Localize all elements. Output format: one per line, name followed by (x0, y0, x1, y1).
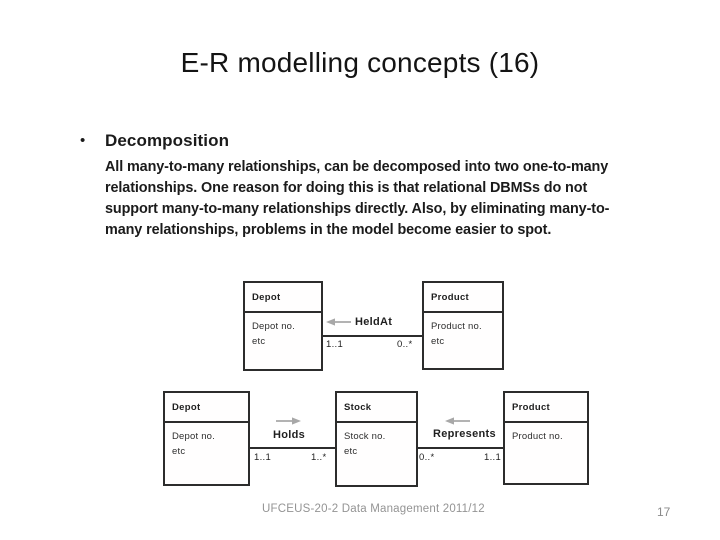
page-number: 17 (657, 505, 671, 519)
entity-box-stock: Stock Stock no. etc (335, 391, 418, 487)
multiplicity: 1..1 (254, 452, 272, 463)
entity-box-product-top: Product Product no. etc (422, 281, 504, 370)
entity-box-depot-bottom: Depot Depot no. etc (163, 391, 250, 486)
page-title: E-R modelling concepts (16) (180, 47, 540, 78)
attribute-line: Product no. (512, 431, 563, 442)
relationship-line-holds (250, 447, 335, 449)
attribute-line: etc (344, 446, 358, 457)
multiplicity: 1..1 (326, 339, 344, 350)
entity-name: Product (505, 393, 587, 423)
attribute-line: etc (172, 446, 186, 457)
entity-attributes: Depot no. etc (245, 313, 321, 349)
footer-course-label: UFCEUS-20-2 Data Management 2011/12 (262, 503, 485, 515)
bullet-marker: • (80, 132, 86, 149)
entity-attributes: Stock no. etc (337, 423, 416, 459)
left-arrow-icon (445, 416, 470, 426)
relationship-line-represents (418, 447, 503, 449)
body-line: relationships. One reason for doing this… (105, 180, 588, 196)
attribute-line: Depot no. (172, 431, 215, 442)
relationship-label-holds: Holds (273, 429, 306, 441)
multiplicity: 1..1 (484, 452, 502, 463)
body-line: support many-to-many relationships direc… (105, 201, 610, 217)
right-arrow-icon (276, 416, 301, 426)
relationship-line-heldat (323, 335, 422, 337)
left-arrow-icon (326, 317, 351, 327)
bullet-body-text: All many-to-many relationships, can be d… (105, 157, 609, 241)
multiplicity: 1..* (311, 452, 327, 463)
entity-name: Depot (165, 393, 248, 423)
relationship-label-heldat: HeldAt (355, 316, 393, 328)
attribute-line: etc (431, 336, 445, 347)
entity-box-depot-top: Depot Depot no. etc (243, 281, 323, 371)
entity-box-product-bottom: Product Product no. (503, 391, 589, 485)
multiplicity: 0..* (419, 452, 435, 463)
entity-attributes: Product no. (505, 423, 587, 444)
attribute-line: etc (252, 336, 266, 347)
bullet-heading: Decomposition (105, 131, 230, 150)
entity-name: Stock (337, 393, 416, 423)
attribute-line: Stock no. (344, 431, 386, 442)
entity-name: Depot (245, 283, 321, 313)
entity-name: Product (424, 283, 502, 313)
entity-attributes: Depot no. etc (165, 423, 248, 459)
attribute-line: Depot no. (252, 321, 295, 332)
body-line: many relationships, problems in the mode… (105, 222, 552, 238)
body-line: All many-to-many relationships, can be d… (105, 159, 609, 175)
multiplicity: 0..* (397, 339, 413, 350)
relationship-label-represents: Represents (433, 428, 496, 440)
attribute-line: Product no. (431, 321, 482, 332)
entity-attributes: Product no. etc (424, 313, 502, 349)
